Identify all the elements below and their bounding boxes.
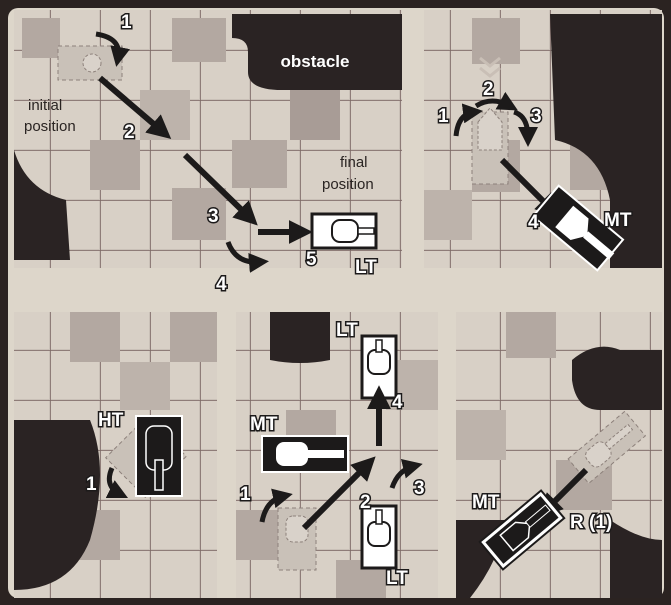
panel-a: obstacle initial position final position…: [14, 10, 402, 295]
lt-tank-final: [312, 214, 376, 248]
ghost-tank-initial: [58, 46, 122, 80]
tank-label-mt-e: MT: [472, 492, 500, 513]
step-c1: 1: [86, 474, 97, 495]
tank-label-lt-d-top: LT: [336, 320, 358, 341]
panel-c: 1 HT: [14, 312, 217, 598]
step-b1: 1: [438, 106, 449, 127]
step-a4: 4: [216, 274, 227, 295]
tank-label-ht-c: HT: [98, 410, 124, 431]
step-b3: 3: [531, 106, 542, 127]
initial-position-line1: initial: [28, 97, 62, 114]
mt-tank-d: [262, 436, 348, 472]
panel-b: 1 2 3 4 MT: [424, 10, 662, 272]
tank-label-mt-b: MT: [604, 210, 632, 231]
step-a2: 2: [124, 122, 135, 143]
panel-d: 1 2 3 4 MT LT LT: [236, 312, 438, 598]
tank-label-lt-d-bottom: LT: [386, 568, 408, 589]
tank-label-mt-d: MT: [250, 414, 278, 435]
tank-label-lt-a: LT: [355, 257, 377, 278]
step-a1: 1: [121, 12, 132, 33]
final-position-line2: position: [322, 176, 374, 193]
step-b4: 4: [528, 212, 539, 233]
lt-tank-d-top: [362, 336, 396, 398]
step-d3: 3: [414, 478, 425, 499]
step-a5: 5: [306, 249, 317, 270]
step-d4: 4: [392, 392, 403, 413]
obstacle-label: obstacle: [281, 52, 350, 71]
final-position-line1: final: [340, 154, 368, 171]
initial-position-line2: position: [24, 118, 76, 135]
step-a3: 3: [208, 206, 219, 227]
lt-tank-d-bottom: [362, 506, 396, 568]
obstacle-block-e1: [572, 347, 662, 410]
ht-tank-c: [136, 416, 182, 496]
step-d2: 2: [360, 492, 371, 513]
step-d1: 1: [240, 484, 251, 505]
step-b2: 2: [483, 79, 494, 100]
reverse-label-e: R (1): [570, 512, 612, 533]
obstacle-block-d: [270, 312, 330, 363]
panel-e: MT R (1): [456, 312, 662, 598]
